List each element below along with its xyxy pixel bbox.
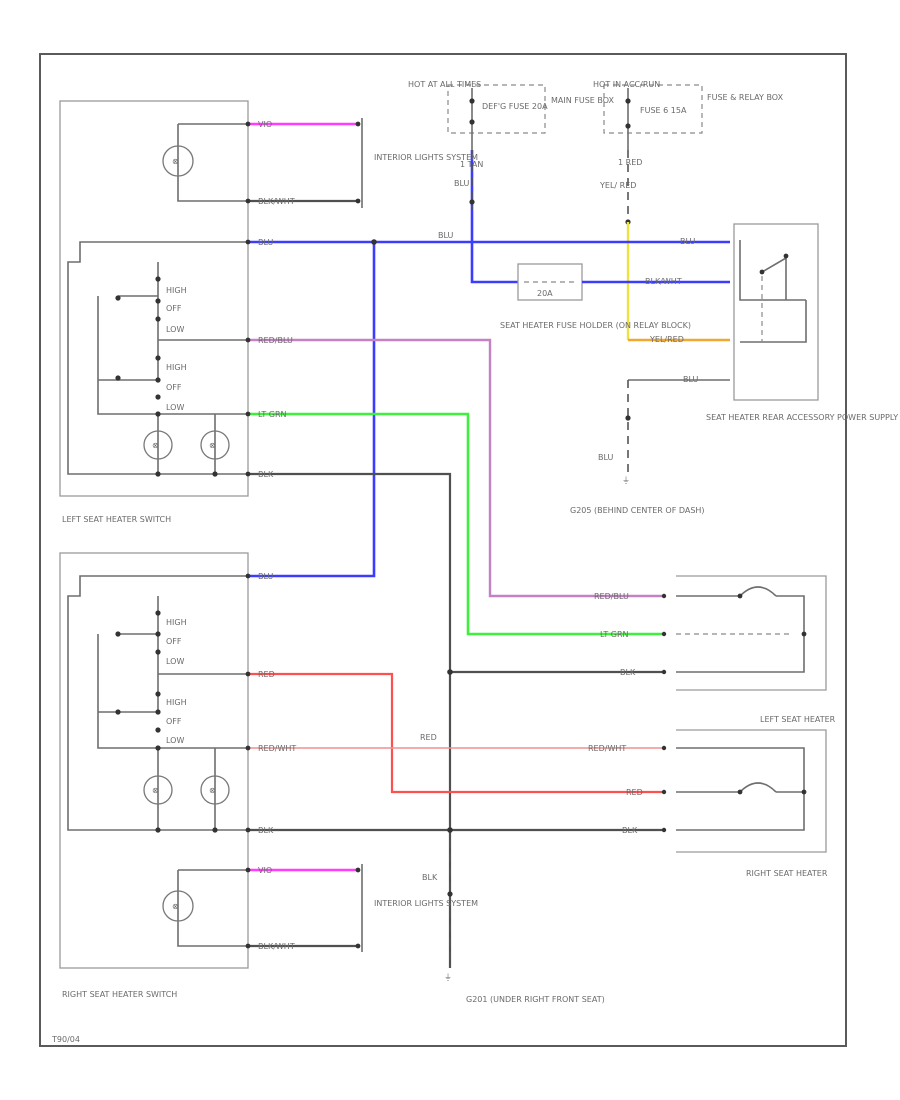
blk-ground-wire	[248, 472, 452, 968]
ground-g201-icon: ⏚	[444, 973, 452, 982]
vio-label-bottom: VIO	[258, 866, 272, 875]
redwht-label-2: RED/WHT	[588, 744, 626, 753]
left-off-label: OFF	[166, 304, 182, 313]
redwht-label-1: RED/WHT	[258, 744, 296, 753]
svg-text:⊗: ⊗	[172, 157, 179, 166]
blkwht-label-bottom: BLK/WHT	[258, 942, 295, 951]
hot-in-acc-run-label: HOT IN ACC/RUN	[593, 80, 660, 89]
interior-lights-label-2: INTERIOR LIGHTS SYSTEM	[374, 899, 478, 908]
fuse-6-label: FUSE 6 15A	[640, 106, 687, 115]
redblu-label-2: RED/BLU	[594, 592, 629, 601]
right-high-label-2: HIGH	[166, 698, 187, 707]
svg-text:⊗: ⊗	[172, 902, 179, 911]
blk-ground-label: BLK	[422, 873, 438, 882]
wire-blu-top-label: BLU	[454, 179, 470, 188]
blkwht-label-top: BLK/WHT	[258, 197, 295, 206]
relay-blu-label: BLU	[683, 375, 699, 384]
ground-blu-label: BLU	[598, 453, 614, 462]
indicator-lamp-icon	[162, 145, 194, 177]
wire-red-top-label: 1 RED	[618, 158, 642, 167]
fuse-relay-box: HOT IN ACC/RUN FUSE 6 15A FUSE & RELAY B…	[593, 80, 784, 150]
blk-label-2: BLK	[620, 668, 636, 677]
diagram-frame	[39, 53, 847, 1047]
hot-at-all-times-label: HOT AT ALL TIMES	[408, 80, 481, 89]
svg-text:⊗: ⊗	[209, 441, 216, 450]
switch-connector-pins	[245, 121, 361, 949]
relay-label: SEAT HEATER REAR ACCESSORY POWER SUPPLY …	[706, 413, 900, 422]
blu-label-4: BLU	[258, 572, 274, 581]
seat-heater-relay: SEAT HEATER REAR ACCESSORY POWER SUPPLY …	[706, 223, 900, 422]
blk-label-3: BLK	[258, 826, 274, 835]
diagram-code: T90/04	[51, 1035, 80, 1044]
svg-text:⊗: ⊗	[152, 441, 159, 450]
def-fuse-label: DEF'G FUSE 20A	[482, 102, 548, 111]
low-indicator-icon	[200, 775, 230, 805]
left-high-label: HIGH	[166, 286, 187, 295]
blu-label-2: BLU	[438, 231, 454, 240]
ltgrn-label-1: LT GRN	[258, 410, 287, 419]
redblu-label-1: RED/BLU	[258, 336, 293, 345]
blk-label-1: BLK	[258, 470, 274, 479]
right-low-label: LOW	[166, 657, 184, 666]
ground-g205-label: G205 (BEHIND CENTER OF DASH)	[570, 506, 705, 515]
indicator-lamp-icon	[162, 890, 194, 922]
left-switch-label: LEFT SEAT HEATER SWITCH	[62, 515, 171, 524]
fuse-out-label: BLK/WHT	[645, 277, 682, 286]
interior-lights-label-1: INTERIOR LIGHTS SYSTEM	[374, 153, 478, 162]
right-heater-label: RIGHT SEAT HEATER	[746, 869, 828, 878]
right-off-label-2: OFF	[166, 717, 182, 726]
red-label-1: RED	[258, 670, 275, 679]
left-low-label-2: LOW	[166, 403, 184, 412]
svg-text:⊗: ⊗	[152, 786, 159, 795]
left-heater-label: LEFT SEAT HEATER	[760, 715, 836, 724]
right-seat-heater: RIGHT SEAT HEATER	[661, 729, 828, 878]
main-fuse-box: HOT AT ALL TIMES DEF'G FUSE 20A MAIN FUS…	[408, 80, 615, 150]
blu-label-1: BLU	[258, 238, 274, 247]
fuse-relay-box-label: FUSE & RELAY BOX	[707, 93, 784, 102]
seat-heater-fuse-holder: 20A SEAT HEATER FUSE HOLDER (ON RELAY BL…	[500, 263, 691, 330]
blu-feed-wire	[470, 150, 518, 284]
relay-yelred-label: YEL/RED	[649, 335, 684, 344]
right-low-label-2: LOW	[166, 736, 184, 745]
lt-grn-wire	[248, 412, 664, 636]
low-indicator-icon	[200, 430, 230, 460]
high-indicator-icon	[143, 430, 173, 460]
red-wire	[248, 672, 664, 794]
blu-label-3: BLU	[680, 237, 696, 246]
fuse-holder-rating: 20A	[537, 289, 553, 298]
vio-label-top: VIO	[258, 120, 272, 129]
left-high-label-2: HIGH	[166, 363, 187, 372]
red-blu-wire	[248, 338, 664, 598]
ltgrn-label-2: LT GRN	[600, 630, 629, 639]
red-mid-label: RED	[420, 733, 437, 742]
right-high-label: HIGH	[166, 618, 187, 627]
wire-yel-red-label: YEL/ RED	[599, 181, 636, 190]
high-indicator-icon	[143, 775, 173, 805]
svg-text:⊗: ⊗	[209, 786, 216, 795]
ground-g201-label: G201 (UNDER RIGHT FRONT SEAT)	[466, 995, 605, 1004]
ground-g205-icon: ⏚	[622, 476, 630, 485]
left-low-label: LOW	[166, 325, 184, 334]
red-label-2: RED	[626, 788, 643, 797]
left-seat-heater: LEFT SEAT HEATER	[661, 575, 836, 724]
main-fuse-box-label: MAIN FUSE BOX	[551, 96, 615, 105]
left-seat-heater-switch: ⊗ ⊗ ⊗ HIGH OFF LOW HIGH OFF LOW	[59, 100, 249, 497]
right-seat-heater-switch: ⊗ ⊗ HIGH OFF LOW HIGH OFF LOW ⊗	[59, 552, 249, 969]
left-off-label-2: OFF	[166, 383, 182, 392]
right-switch-label: RIGHT SEAT HEATER SWITCH	[62, 990, 177, 999]
blk-label-4: BLK	[622, 826, 638, 835]
right-off-label: OFF	[166, 637, 182, 646]
fuse-holder-label: SEAT HEATER FUSE HOLDER (ON RELAY BLOCK)	[500, 321, 691, 330]
